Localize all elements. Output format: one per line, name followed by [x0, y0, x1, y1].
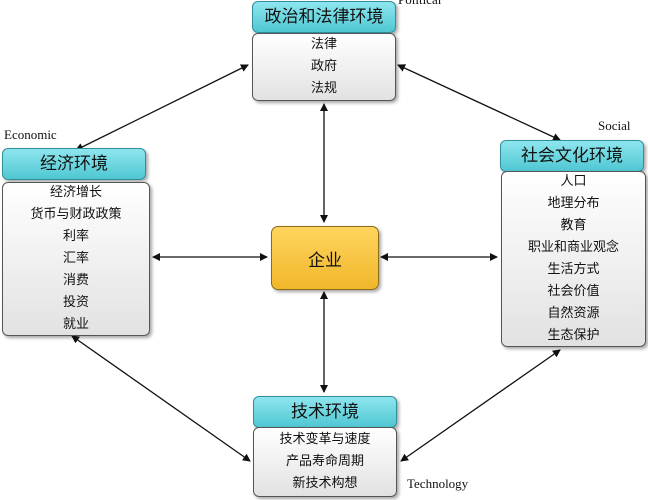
political-item: 法规: [310, 81, 337, 96]
political-box: 法律 政府 法规: [252, 33, 396, 101]
economic-english-label: Economic: [4, 127, 57, 142]
economic-item: 经济增长: [49, 185, 102, 200]
technology-item: 新技术构想: [292, 476, 358, 491]
economic-box: 经济增长 货币与财政政策 利率 汇率 消费 投资 就业: [2, 182, 150, 336]
social-item: 地理分布: [547, 196, 600, 211]
economic-item: 消费: [62, 273, 89, 288]
economic-item: 货币与财政政策: [30, 207, 122, 222]
social-item: 人口: [560, 174, 587, 189]
political-item: 法律: [310, 37, 337, 52]
enterprise-center-node: 企业: [271, 226, 379, 290]
technology-item: 技术变革与速度: [279, 432, 371, 447]
social-header: 社会文化环境: [500, 140, 644, 172]
arrow-economic-technology: [71, 335, 251, 462]
social-item: 生态保护: [547, 328, 600, 343]
social-item: 生活方式: [547, 262, 600, 277]
political-header: 政治和法律环境: [252, 1, 396, 33]
technology-english-label: Technology: [407, 476, 469, 491]
arrow-political-economic: [75, 64, 249, 151]
social-item: 教育: [560, 218, 587, 233]
economic-item: 汇率: [62, 251, 89, 266]
social-box: 人口 地理分布 教育 职业和商业观念 生活方式 社会价值 自然资源 生态保护: [501, 171, 646, 347]
technology-box: 技术变革与速度 产品寿命周期 新技术构想: [253, 427, 397, 497]
political-item: 政府: [310, 59, 337, 74]
economic-item: 投资: [62, 295, 89, 310]
political-english-label: Political: [398, 0, 441, 8]
economic-item: 就业: [62, 317, 89, 332]
technology-header: 技术环境: [253, 396, 397, 428]
arrow-social-technology: [400, 349, 561, 462]
social-english-label: Social: [598, 118, 631, 133]
economic-item: 利率: [62, 229, 89, 244]
social-item: 社会价值: [547, 284, 600, 299]
social-item: 职业和商业观念: [527, 240, 619, 255]
social-item: 自然资源: [547, 306, 600, 321]
technology-item: 产品寿命周期: [285, 454, 364, 469]
economic-header: 经济环境: [2, 148, 146, 180]
arrow-political-social: [397, 64, 561, 141]
